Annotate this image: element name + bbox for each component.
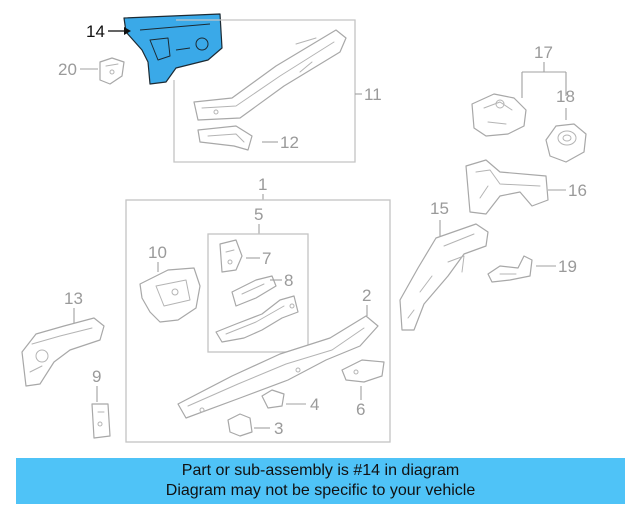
callout-1[interactable]: 1 xyxy=(258,175,267,194)
callout-4[interactable]: 4 xyxy=(310,395,319,414)
callout-20[interactable]: 20 xyxy=(58,60,77,79)
callout-19[interactable]: 19 xyxy=(558,257,577,276)
part-20[interactable] xyxy=(99,57,125,85)
callout-5[interactable]: 5 xyxy=(254,205,263,224)
part-14-highlighted[interactable] xyxy=(123,13,223,85)
callout-8[interactable]: 8 xyxy=(284,271,293,290)
part-13[interactable] xyxy=(21,317,105,387)
group-box-1 xyxy=(125,199,391,443)
callout-17[interactable]: 17 xyxy=(534,43,553,62)
leader-17 xyxy=(521,62,567,98)
part-18[interactable] xyxy=(545,123,587,163)
banner-line-2: Diagram may not be specific to your vehi… xyxy=(165,482,476,499)
part-11[interactable] xyxy=(193,29,347,121)
part-4[interactable] xyxy=(261,389,285,409)
part-12[interactable] xyxy=(197,125,253,151)
callout-15[interactable]: 15 xyxy=(430,199,449,218)
part-19[interactable] xyxy=(487,255,533,283)
part-10[interactable] xyxy=(139,267,201,323)
parts-diagram: 14 20 11 12 17 18 16 15 xyxy=(21,13,587,443)
callout-7[interactable]: 7 xyxy=(262,249,271,268)
callout-13[interactable]: 13 xyxy=(64,289,83,308)
callout-16[interactable]: 16 xyxy=(568,181,587,200)
callout-9[interactable]: 9 xyxy=(92,367,101,386)
callout-18[interactable]: 18 xyxy=(556,87,575,106)
part-6[interactable] xyxy=(341,359,385,383)
callout-6[interactable]: 6 xyxy=(356,400,365,419)
arrow-14 xyxy=(124,27,131,35)
callout-2[interactable]: 2 xyxy=(362,286,371,305)
part-2[interactable] xyxy=(177,315,379,419)
callout-12[interactable]: 12 xyxy=(280,133,299,152)
banner-line-1: Part or sub-assembly is #14 in diagram xyxy=(181,462,460,479)
part-15[interactable] xyxy=(399,223,489,331)
callout-11[interactable]: 11 xyxy=(364,85,382,104)
group-box-11 xyxy=(173,19,356,163)
callout-3[interactable]: 3 xyxy=(274,419,283,438)
part-16[interactable] xyxy=(465,159,549,215)
part-17[interactable] xyxy=(471,93,527,137)
group-box-5 xyxy=(207,233,309,353)
callout-14[interactable]: 14 xyxy=(86,22,105,41)
info-banner: Part or sub-assembly is #14 in diagram D… xyxy=(16,458,625,504)
part-5-bracket[interactable] xyxy=(215,295,299,343)
part-7[interactable] xyxy=(219,239,243,273)
callout-10[interactable]: 10 xyxy=(148,243,167,262)
part-9[interactable] xyxy=(91,403,111,439)
part-3[interactable] xyxy=(227,413,253,437)
part-8[interactable] xyxy=(231,275,277,307)
